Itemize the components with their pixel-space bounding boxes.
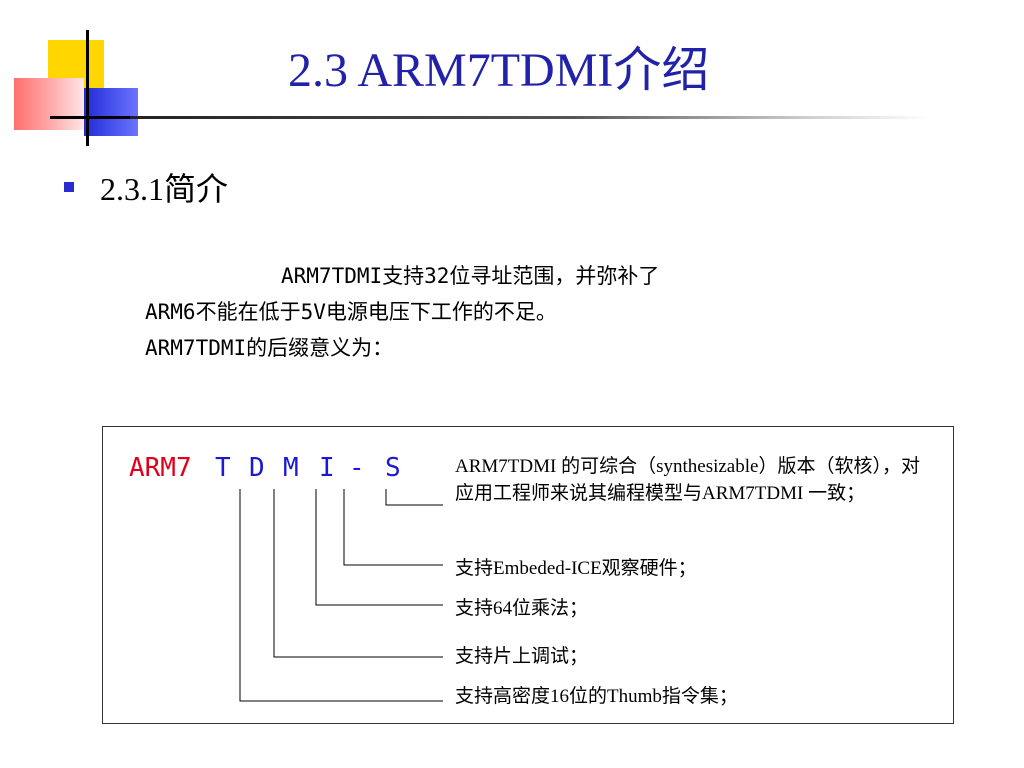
bullet-marker xyxy=(64,182,74,192)
desc-i: 支持Embeded-ICE观察硬件； xyxy=(455,558,697,579)
slide-logo xyxy=(0,0,150,150)
slide-title: 2.3 ARM7TDMI介绍 xyxy=(288,44,710,97)
logo-vertical-line xyxy=(86,30,89,146)
bullet-text: 2.3.1简介 xyxy=(100,171,229,207)
suffix-letter-s: S xyxy=(385,453,401,483)
suffix-letter-i: I xyxy=(319,453,335,483)
logo-red-square xyxy=(14,78,84,130)
suffix-diagram-box: ARM7 T D M I - S ARM7TDMI 的可综合（synthesiz… xyxy=(102,426,954,724)
suffix-letter-dash: - xyxy=(349,453,365,483)
connector-lines xyxy=(239,489,443,702)
connector-m xyxy=(315,489,443,606)
logo-horizontal-line xyxy=(50,116,130,119)
connector-s xyxy=(385,489,443,506)
desc-t: 支持高密度16位的Thumb指令集； xyxy=(455,686,738,707)
intro-line-3: ARM7TDMI的后缀意义为： xyxy=(145,336,394,360)
suffix-letter-d: D xyxy=(249,453,265,483)
connector-i xyxy=(343,489,443,566)
suffix-prefix-arm7: ARM7 xyxy=(129,453,192,483)
bullet-item: 2.3.1简介 xyxy=(64,164,228,210)
suffix-letter-t: T xyxy=(215,453,231,483)
desc-d: 支持片上调试； xyxy=(455,646,589,667)
title-underline xyxy=(130,116,930,119)
desc-m: 支持64位乘法； xyxy=(455,598,589,619)
intro-paragraph: ARM7TDMI支持32位寻址范围，并弥补了 ARM6不能在低于5V电源电压下工… xyxy=(145,258,905,366)
logo-blue-square xyxy=(84,88,138,136)
suffix-letter-m: M xyxy=(283,453,299,483)
desc-s: ARM7TDMI 的可综合（synthesizable）版本（软核），对应用工程… xyxy=(455,456,920,504)
connector-d xyxy=(273,489,443,658)
connector-t xyxy=(239,489,443,702)
intro-line-2: ARM6不能在低于5V电源电压下工作的不足。 xyxy=(145,300,557,324)
intro-line-1: ARM7TDMI支持32位寻址范围，并弥补了 xyxy=(281,264,660,288)
